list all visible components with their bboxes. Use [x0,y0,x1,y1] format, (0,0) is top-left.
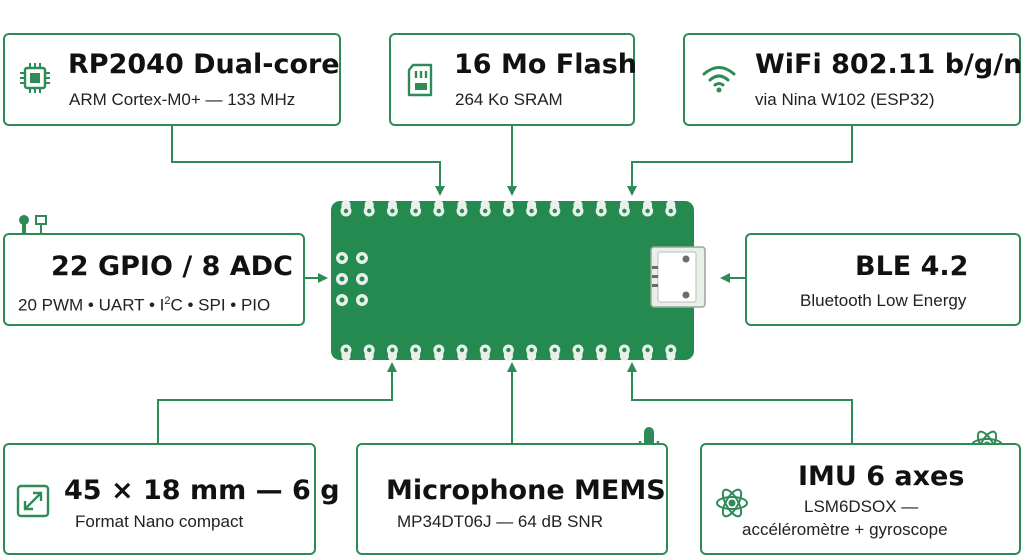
connector-wifi [627,125,853,196]
pin-pad-hole [436,347,441,353]
gpio-title: 22 GPIO / 8 ADC [51,251,293,282]
size-title: 45 × 18 mm — 6 g [64,475,340,506]
top-pin-row [340,200,677,217]
wifi-subtitle: via Nina W102 (ESP32) [755,90,935,109]
side-pin-pads [336,252,368,306]
board-pcb [331,201,694,360]
sd-card-icon [405,62,435,98]
size-subtitle: Format Nano compact [75,512,244,531]
pin-pad-hole [645,347,650,353]
ble-subtitle: Bluetooth Low Energy [800,291,967,310]
imu-title: IMU 6 axes [798,461,965,492]
ble-title: BLE 4.2 [855,251,969,282]
pin-pad-hole [343,208,349,214]
pin-pad-hole [552,208,557,214]
imu-card: IMU 6 axes LSM6DSOX — accéléromètre + gy… [700,443,1021,555]
pin-pad-hole [668,347,673,353]
pin-pad-hole [622,208,627,214]
chip-icon [18,61,52,95]
gpio-subtitle: 20 PWM • UART • I2C • SPI • PIO [18,290,270,317]
cpu-title: RP2040 Dual-core [68,49,340,80]
gpio-card: 22 GPIO / 8 ADC 20 PWM • UART • I2C • SP… [3,233,305,326]
atom-icon [714,485,750,521]
pin-pad-hole [459,347,465,353]
connector-cpu [171,125,445,196]
pin-pad-hole [529,208,534,214]
flash-subtitle: 264 Ko SRAM [455,90,563,109]
pin-pad-hole [529,347,534,353]
wifi-title: WiFi 802.11 b/g/n [755,49,1023,80]
cpu-card: RP2040 Dual-core ARM Cortex-M0+ — 133 MH… [3,33,341,126]
pin-pad-hole [459,208,465,214]
connector-size [157,362,397,443]
mic-title: Microphone MEMS [386,475,666,506]
usb-connector [650,246,706,308]
pin-pad-hole [599,208,604,214]
flash-title: 16 Mo Flash [454,49,638,80]
microphone-card: Microphone MEMS MP34DT06J — 64 dB SNR [356,443,668,555]
mic-subtitle: MP34DT06J — 64 dB SNR [397,512,603,531]
bottom-pin-row [340,344,677,361]
pin-pad-hole [413,208,418,214]
pin-pad-hole [668,208,673,214]
wifi-card: WiFi 802.11 b/g/n via Nina W102 (ESP32) [683,33,1023,126]
gpio-subtitle-post: C • SPI • PIO [170,295,271,315]
pin-pad-hole [483,347,488,353]
pin-pad-hole [506,347,511,353]
resize-arrows-icon [15,483,51,519]
pin-pad-hole [390,208,395,214]
size-card: 45 × 18 mm — 6 g Format Nano compact [3,443,340,555]
cpu-subtitle: ARM Cortex-M0+ — 133 MHz [69,90,296,109]
pin-pad-hole [343,347,349,353]
imu-subtitle-line2: accéléromètre + gyroscope [742,520,948,539]
pin-pad-hole [413,347,418,353]
pin-pad-hole [622,347,627,353]
pin-pad-hole [645,208,650,214]
imu-subtitle-line1: LSM6DSOX — [804,497,919,516]
pin-pad-hole [390,347,395,353]
flash-card: 16 Mo Flash 264 Ko SRAM [389,33,638,126]
pin-pad-hole [483,208,488,214]
gpio-subtitle-pre: 20 PWM • UART • I [18,295,165,315]
pin-pad-hole [367,347,372,353]
pin-pad-hole [367,208,372,214]
pin-pad-hole [552,347,557,353]
ble-card: BLE 4.2 Bluetooth Low Energy [745,233,1021,326]
pin-pad-hole [575,208,581,214]
connector-imu [627,362,853,443]
wifi-icon [701,63,737,93]
pin-pad-hole [506,208,511,214]
pin-pad-hole [436,208,441,214]
pin-pad-hole [575,347,581,353]
gpio-subtitle-sup: 2 [164,295,171,307]
pin-pad-hole [599,347,604,353]
